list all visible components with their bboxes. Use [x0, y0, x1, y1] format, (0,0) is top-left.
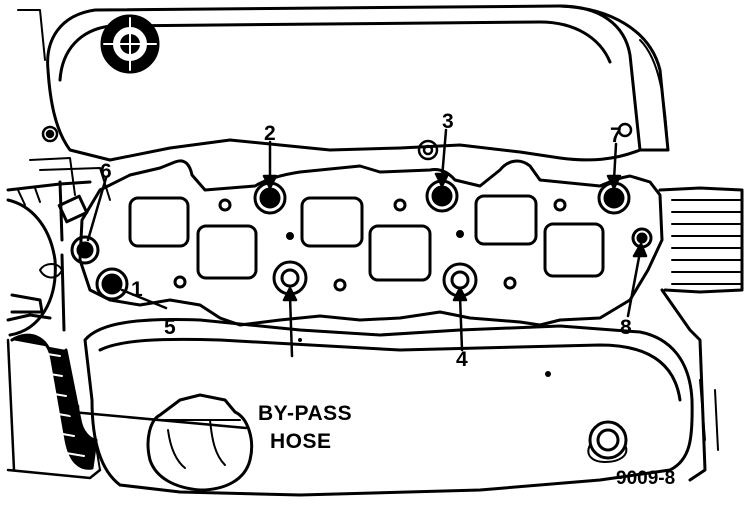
bolt-5 [272, 260, 308, 296]
lower-filler-cap-icon [146, 393, 254, 492]
bolt-5-label: 5 [164, 316, 176, 339]
cover-bolts [41, 122, 633, 161]
bypass-hose-callout: BY-PASS HOSE [258, 402, 352, 453]
bolt-7 [597, 181, 631, 215]
pcv-valve-icon [587, 420, 628, 463]
bolt-4-label: 4 [456, 348, 468, 371]
cover-rivets [298, 338, 551, 377]
bolt-labels: 6 1 5 2 3 4 7 8 [100, 110, 632, 371]
bolt-6 [70, 235, 100, 265]
figure-number: 9009-8 [616, 468, 675, 489]
leader-lines [62, 128, 648, 430]
intake-gasket [78, 159, 664, 327]
engine-block-left [6, 157, 111, 337]
bolt-7-label: 7 [610, 124, 622, 147]
upper-valve-cover [17, 4, 670, 162]
bolt-1 [95, 267, 129, 301]
bolt-3-label: 3 [442, 110, 454, 133]
oil-filler-cap-icon [100, 14, 160, 74]
by-pass-hose-icon [6, 333, 102, 480]
manifold-bolts [70, 179, 653, 301]
callout-line-2: HOSE [270, 430, 332, 453]
bolt-6-label: 6 [100, 160, 112, 183]
callout-line-1: BY-PASS [258, 402, 352, 425]
bolt-8-label: 8 [620, 316, 632, 339]
lower-valve-cover [83, 318, 694, 497]
engine-block-right [658, 186, 744, 482]
bolt-1-label: 1 [131, 278, 143, 301]
bolt-2-label: 2 [264, 122, 276, 145]
